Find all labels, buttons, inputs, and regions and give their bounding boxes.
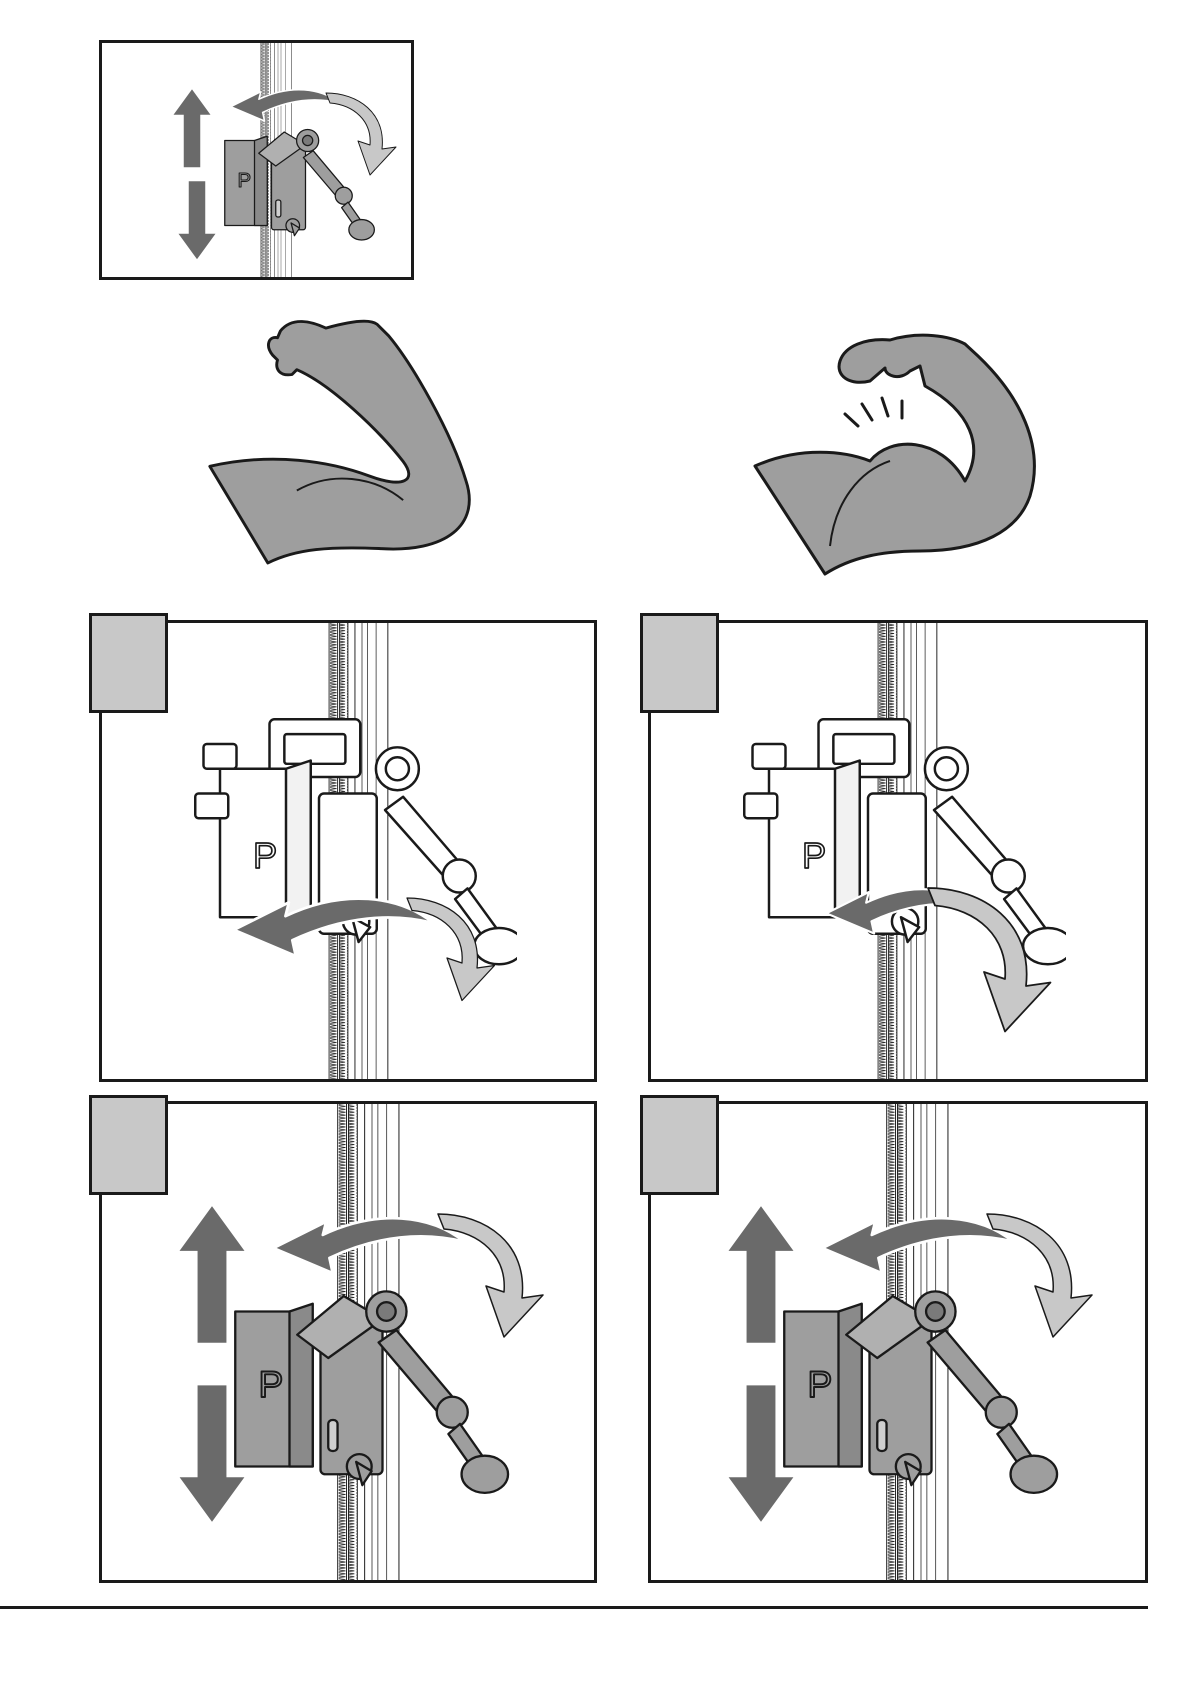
step-b-frame <box>648 620 1148 1082</box>
arrow-up <box>172 1204 252 1344</box>
step-a-tab <box>89 613 168 713</box>
arrow-down <box>721 1384 801 1524</box>
step-d-tab <box>640 1095 719 1195</box>
step-a-frame <box>99 620 597 1082</box>
arm-relaxed-icon <box>205 312 495 582</box>
arrow-down <box>172 1384 252 1524</box>
step-c-tab <box>89 1095 168 1195</box>
arrow-up <box>172 83 212 173</box>
step-b-tab <box>640 613 719 713</box>
arrow-up <box>721 1204 801 1344</box>
arm-flexed-icon <box>750 326 1050 576</box>
curve-light-arrow <box>402 893 502 1003</box>
footer-rule <box>0 1606 1148 1609</box>
curve-light-arrow <box>921 878 1061 1038</box>
step-c-frame <box>99 1101 597 1583</box>
step-d-frame <box>648 1101 1148 1583</box>
curve-light-arrow <box>981 1204 1101 1344</box>
overview-figure <box>99 40 414 280</box>
curve-light-arrow <box>322 83 402 183</box>
arrow-down <box>177 178 217 263</box>
curve-light-arrow <box>432 1204 552 1344</box>
